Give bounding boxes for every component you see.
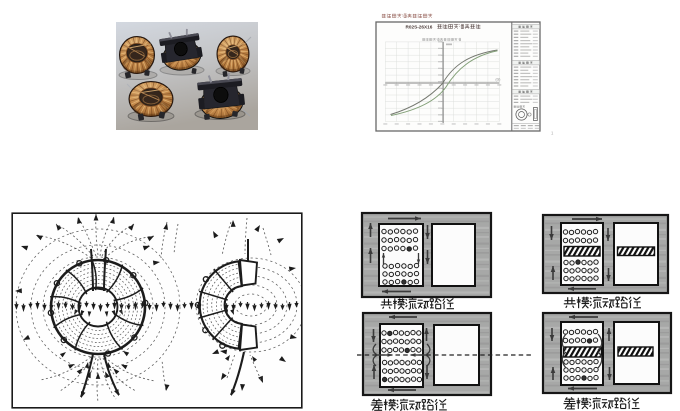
svg-text:R02S-26X16: R02S-26X16 (406, 25, 433, 30)
svg-text:(G): (G) (496, 78, 501, 82)
svg-text:1: 1 (551, 131, 554, 136)
